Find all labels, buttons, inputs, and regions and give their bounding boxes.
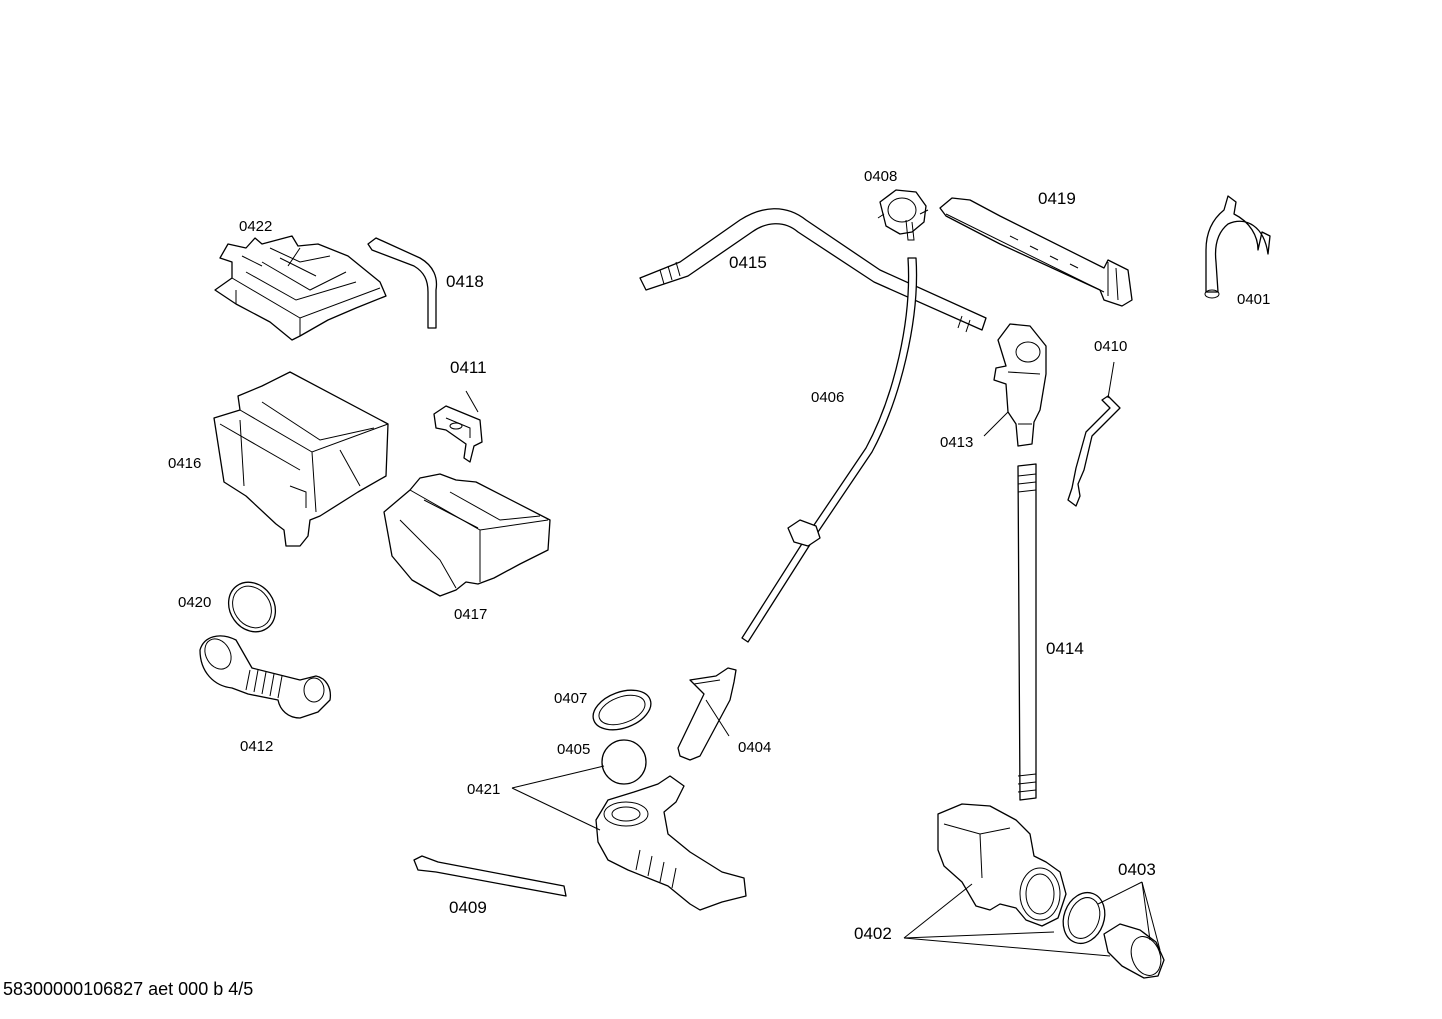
part-0407-drawing bbox=[592, 689, 652, 731]
part-0421-drawing bbox=[595, 775, 747, 911]
part-0417-drawing bbox=[383, 473, 551, 597]
label-0403: 0403 bbox=[1118, 860, 1156, 879]
label-0408: 0408 bbox=[864, 168, 897, 185]
part-0411-drawing bbox=[433, 405, 483, 463]
label-0420: 0420 bbox=[178, 594, 211, 611]
label-0410: 0410 bbox=[1094, 338, 1127, 355]
label-0406: 0406 bbox=[811, 389, 844, 406]
label-0417: 0417 bbox=[454, 606, 487, 623]
part-0402-drawing bbox=[937, 803, 1067, 927]
part-0420-drawing bbox=[227, 581, 277, 633]
part-labels: 0422 0418 0411 0416 0417 0420 0412 0408 … bbox=[168, 168, 1270, 943]
label-0422: 0422 bbox=[239, 218, 272, 235]
part-0408-drawing bbox=[877, 189, 929, 241]
part-0409-drawing bbox=[413, 855, 567, 897]
drawing-reference-footer: 58300000106827 aet 000 b 4/5 bbox=[3, 979, 254, 999]
label-0413: 0413 bbox=[940, 434, 973, 451]
part-0413-drawing bbox=[993, 323, 1047, 447]
part-0412-drawing bbox=[199, 635, 332, 719]
label-0415: 0415 bbox=[729, 253, 767, 272]
part-0415-drawing bbox=[639, 208, 987, 333]
label-0407: 0407 bbox=[554, 690, 587, 707]
label-0419: 0419 bbox=[1038, 189, 1076, 208]
label-0421: 0421 bbox=[467, 781, 500, 798]
label-0416: 0416 bbox=[168, 455, 201, 472]
label-0414: 0414 bbox=[1046, 639, 1084, 658]
part-0406-drawing bbox=[741, 257, 918, 643]
part-0422-drawing bbox=[214, 235, 387, 341]
part-0410-drawing bbox=[1067, 395, 1121, 507]
label-0401: 0401 bbox=[1237, 291, 1270, 308]
label-0412: 0412 bbox=[240, 738, 273, 755]
label-0405: 0405 bbox=[557, 741, 590, 758]
label-0409: 0409 bbox=[449, 898, 487, 917]
part-0403-drawing bbox=[1062, 891, 1165, 979]
part-0416-drawing bbox=[213, 371, 389, 547]
label-0411: 0411 bbox=[450, 358, 487, 377]
part-0418-drawing bbox=[367, 237, 438, 329]
part-0405-drawing bbox=[601, 739, 647, 785]
part-0414-drawing bbox=[1017, 463, 1037, 801]
label-0418: 0418 bbox=[446, 272, 484, 291]
part-0401-drawing bbox=[1204, 195, 1271, 299]
leader-lines bbox=[465, 361, 1161, 957]
part-0419-drawing bbox=[939, 197, 1133, 307]
label-0402: 0402 bbox=[854, 924, 892, 943]
label-0404: 0404 bbox=[738, 739, 771, 756]
part-0404-drawing bbox=[677, 667, 737, 761]
